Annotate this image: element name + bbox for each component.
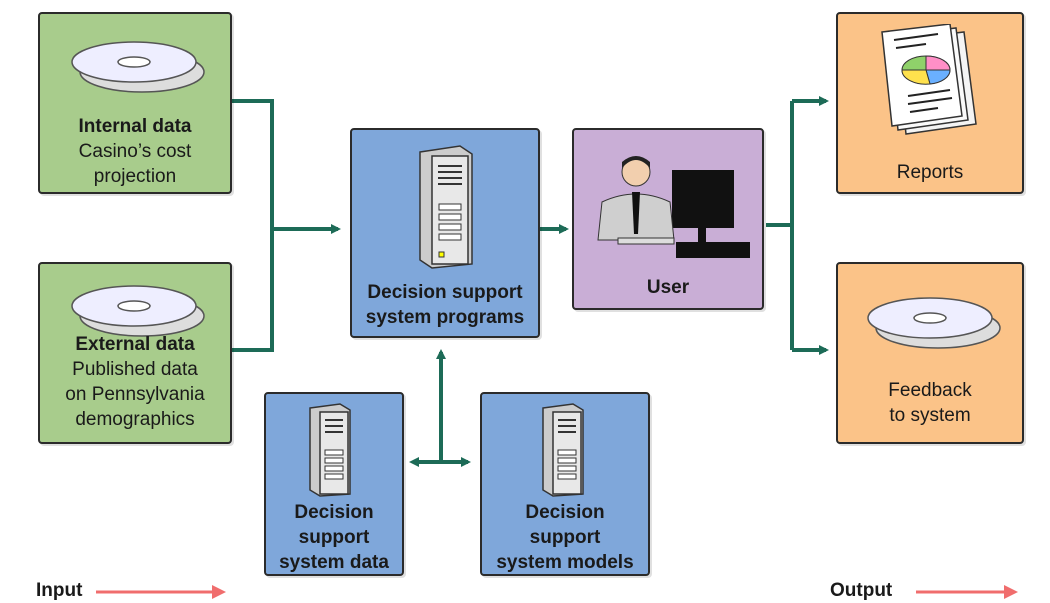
reports-box: Reports (836, 12, 1024, 194)
disc-icon (71, 285, 205, 337)
dss-programs-line2: system programs (365, 307, 525, 328)
external-data-line3: demographics (75, 409, 195, 430)
feedback-line2: to system (889, 405, 971, 426)
external-data-label: External data Published data on Pennsylv… (40, 332, 230, 432)
external-data-title: External data (75, 334, 195, 355)
dss-data-line2: support (298, 527, 370, 548)
server-icon (542, 403, 584, 497)
dss-models-label: Decision support system models (482, 500, 648, 575)
internal-data-box: Internal data Casino’s cost projection (38, 12, 232, 194)
dss-programs-box: Decision support system programs (350, 128, 540, 338)
dss-data-line1: Decision (294, 502, 374, 523)
dss-models-line2: support (529, 527, 601, 548)
external-data-line1: Published data (72, 359, 198, 380)
external-data-line2: on Pennsylvania (65, 384, 205, 405)
dss-models-box: Decision support system models (480, 392, 650, 576)
internal-data-title: Internal data (78, 116, 192, 137)
input-footer-label: Input (36, 580, 83, 601)
disc-icon (71, 41, 205, 93)
dss-data-line3: system data (279, 552, 389, 573)
server-icon (419, 145, 473, 269)
feedback-line1: Feedback (888, 380, 972, 401)
dss-data-box: Decision support system data (264, 392, 404, 576)
dss-models-line3: system models (496, 552, 634, 573)
disc-icon (867, 297, 1001, 349)
input-merge-line (232, 99, 274, 352)
user-box: User (572, 128, 764, 310)
reports-label: Reports (896, 162, 964, 183)
feedback-box: Feedback to system (836, 262, 1024, 444)
internal-data-line2: projection (93, 166, 177, 187)
output-footer-label: Output (830, 580, 893, 601)
dss-models-line1: Decision (525, 502, 605, 523)
internal-data-label: Internal data Casino’s cost projection (40, 114, 230, 189)
feedback-label: Feedback to system (838, 378, 1022, 428)
internal-data-line1: Casino’s cost (78, 141, 192, 162)
external-data-box: External data Published data on Pennsylv… (38, 262, 232, 444)
user-at-computer-icon (597, 156, 750, 258)
report-document-icon (881, 24, 977, 135)
dss-data-label: Decision support system data (266, 500, 402, 575)
dss-programs-line1: Decision support (367, 282, 523, 303)
dss-programs-label: Decision support system programs (352, 280, 538, 330)
user-label: User (646, 277, 690, 298)
server-icon (309, 403, 351, 497)
